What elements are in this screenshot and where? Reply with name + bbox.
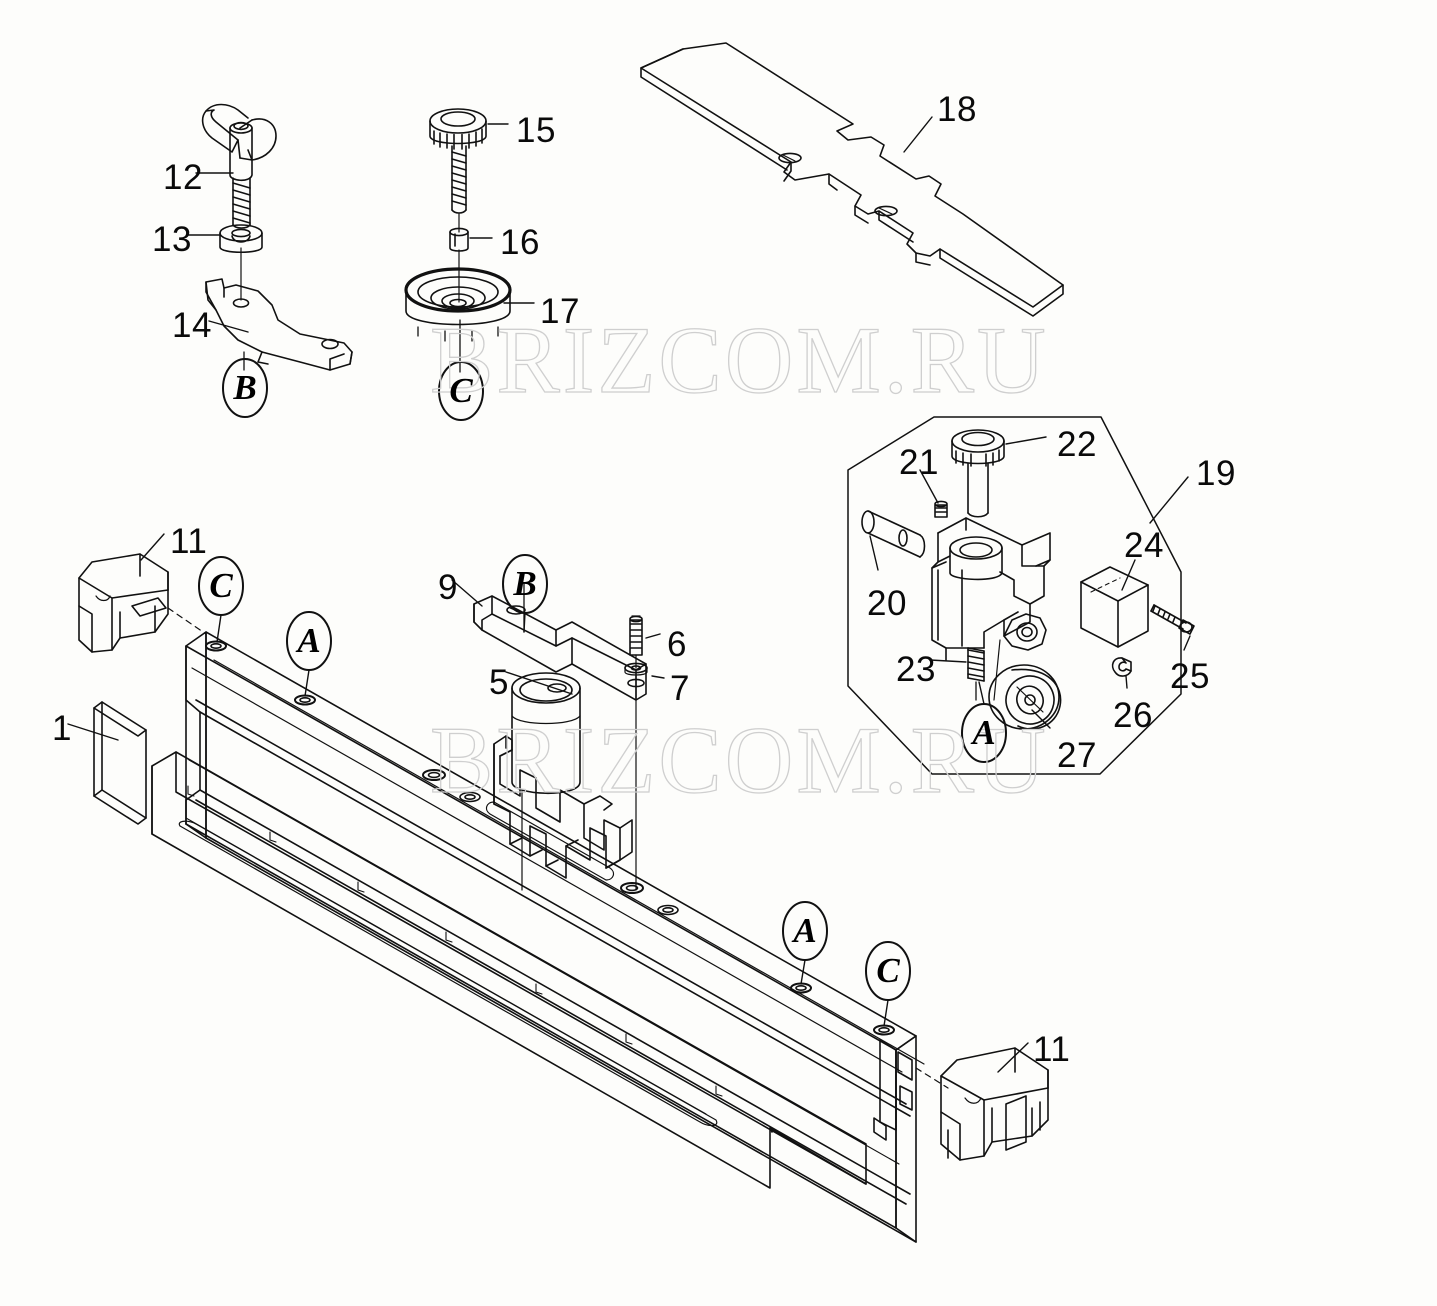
callout-9: 9 [438,568,458,607]
part-17-disc [404,267,512,342]
callout-7: 7 [670,669,690,708]
rail-carrier-bracket [493,735,633,879]
balloon-b-top: B [233,368,257,407]
part-5-boss-housing [511,672,581,795]
callout-1: 1 [52,709,72,748]
part-15-knob [429,108,487,214]
callout-13: 13 [152,220,192,259]
balloon-c-rail-left: C [209,566,233,605]
callout-24: 24 [1124,526,1164,565]
balloon-a-rail-right: A [793,911,817,950]
main-rail-extrusion [185,631,925,1243]
callout-14: 14 [172,306,212,345]
callout-15: 15 [516,111,556,150]
callout-18: 18 [937,90,977,129]
part-11-end-cap-right [940,1047,1049,1161]
part-21-screw [934,500,948,518]
balloon-a-rail-left: A [297,621,321,660]
part-26-clip [1111,657,1132,677]
callout-11-right: 11 [1033,1030,1071,1069]
part-6-screw [629,615,643,656]
balloon-a-detail19: A [972,713,996,752]
part-18-plate [640,42,1064,317]
part-11-end-cap-left [78,553,169,653]
part-25-screw [1150,604,1195,635]
balloon-outlines [198,358,1007,1001]
detail-bracket-body [931,517,1051,661]
callout-25: 25 [1170,657,1210,696]
part-23-spring [967,647,985,682]
callout-6: 6 [667,625,687,664]
callout-11-left: 11 [170,522,208,561]
detail-box-19-outline [847,416,1182,775]
part-22-knob [951,429,1005,518]
callout-21: 21 [899,443,939,482]
callout-16: 16 [500,223,540,262]
callout-17: 17 [540,292,580,331]
part-20-shaft [861,510,926,558]
callout-27: 27 [1057,736,1097,775]
part-24-block [1080,566,1149,648]
balloon-c-top: C [449,371,473,410]
part-12-wing-bolt [201,103,277,229]
part-27-wheel [988,664,1062,730]
callout-23: 23 [896,650,936,689]
rail-mount-holes [205,640,895,1036]
callout-19: 19 [1196,454,1236,493]
callout-12: 12 [163,158,203,197]
callout-26: 26 [1113,696,1153,735]
rail-front-skirt [151,751,867,1189]
callout-5: 5 [489,663,509,702]
callout-20: 20 [867,584,907,623]
callout-22: 22 [1057,425,1097,464]
part-1-panel [93,701,147,825]
balloon-b-bracket: B [513,564,537,603]
part-14-lever [205,278,353,371]
balloon-c-rail-right: C [876,951,900,990]
